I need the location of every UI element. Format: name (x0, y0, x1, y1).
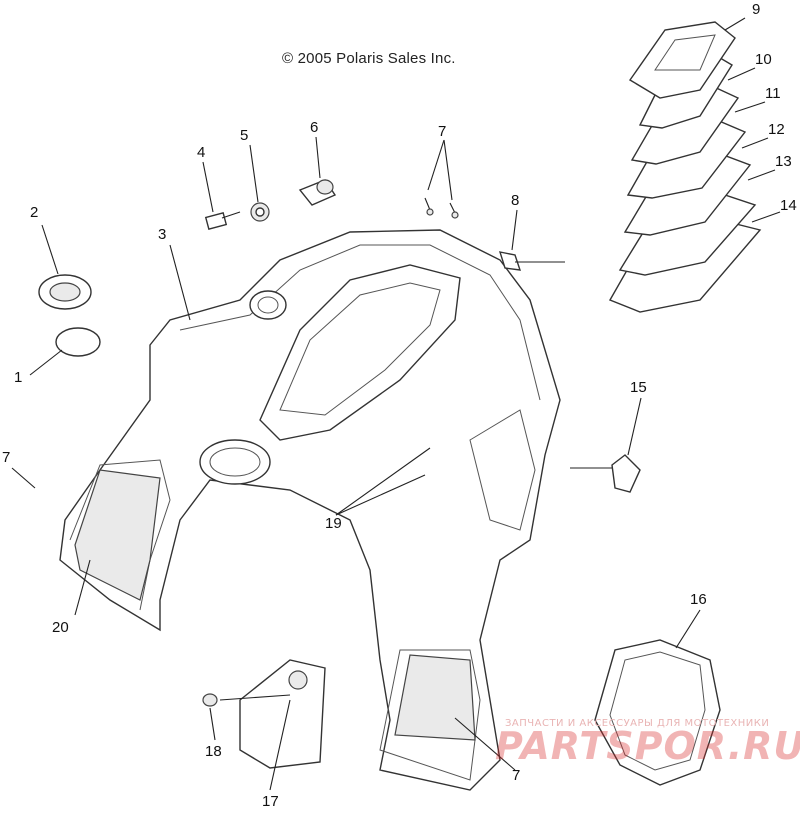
callout-8: 8 (511, 192, 520, 209)
callout-2: 2 (30, 204, 39, 221)
callout-17: 17 (262, 793, 279, 810)
callout-19: 19 (325, 515, 342, 532)
plug (202, 693, 218, 707)
callout-14: 14 (780, 197, 797, 214)
copyright-notice: © 2005 Polaris Sales Inc. (282, 50, 456, 67)
headlight-housing (594, 639, 721, 786)
callout-7-bottom: 7 (512, 767, 521, 784)
watermark-logo: PARTSPOR.RU (495, 724, 800, 768)
leader-lines (11, 17, 781, 791)
callout-18: 18 (205, 743, 222, 760)
callout-7-left: 7 (2, 449, 11, 466)
key (204, 212, 228, 230)
center-opening (259, 264, 461, 441)
watermark-tagline: ЗАПЧАСТИ И АКСЕССУАРЫ ДЛЯ МОТОТЕХНИКИ (505, 718, 770, 729)
callout-9: 9 (752, 1, 761, 18)
callout-6: 6 (310, 119, 319, 136)
left-grille (74, 469, 161, 601)
callout-11: 11 (765, 85, 781, 102)
gauge-hole-left (199, 439, 271, 485)
o-ring (55, 327, 101, 357)
windshield-stack (608, 21, 762, 313)
callout-10: 10 (755, 51, 772, 68)
bracket (498, 251, 522, 271)
callout-12: 12 (768, 121, 785, 138)
callout-1: 1 (14, 369, 23, 386)
callout-20: 20 (52, 619, 69, 636)
callout-7-top: 7 (438, 123, 447, 140)
callout-5: 5 (240, 127, 249, 144)
key-hole (249, 290, 287, 320)
callout-16: 16 (690, 591, 707, 608)
callout-4: 4 (197, 144, 206, 161)
callout-13: 13 (775, 153, 792, 170)
callout-3: 3 (158, 226, 167, 243)
access-cover (239, 659, 326, 769)
light-socket (611, 454, 641, 493)
right-grille (394, 654, 476, 741)
callout-15: 15 (630, 379, 647, 396)
